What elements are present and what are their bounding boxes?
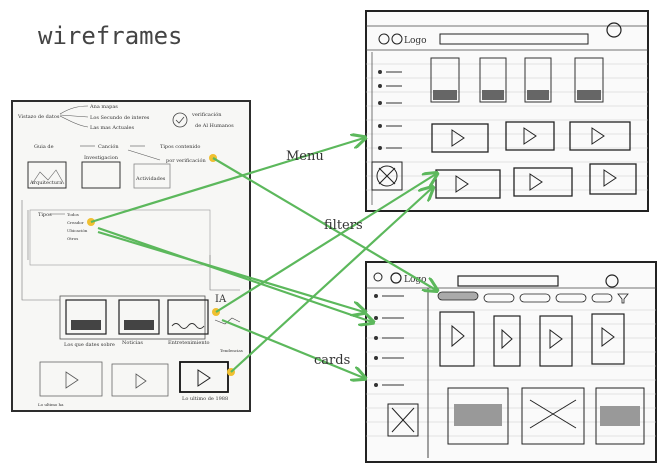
connector-arrows [90, 138, 436, 378]
search-bar [457, 275, 559, 287]
arrow-menu-bottom-2 [97, 230, 364, 312]
arrow-cards-top [215, 174, 436, 313]
browser-sketch-top: Logo [365, 10, 649, 212]
svg-text:Tendencias: Tendencias [220, 348, 243, 353]
card-row-3 [371, 161, 637, 199]
avatar-icon [605, 274, 619, 288]
notes-guide: Guia de Canción Tipos contenido por veri… [34, 143, 206, 164]
filter-chips [437, 291, 629, 304]
menu-icon [373, 272, 383, 282]
svg-text:verificación: verificación [191, 111, 222, 118]
notes-header: Vistazo de datos Ana mapas Los Secundo d… [17, 104, 234, 131]
check-icon [172, 112, 188, 128]
svg-text:Ubicación: Ubicación [67, 228, 88, 233]
browser-sketch-bottom: Logo [365, 261, 657, 463]
svg-text:Actividades: Actividades [135, 176, 166, 182]
cards-row: IA Los que dates sobre Noticias Entreten… [59, 294, 243, 353]
arrow-menu-bottom [97, 226, 372, 322]
svg-text:Tipos contenido: Tipos contenido [160, 144, 200, 150]
card-row-1 [430, 57, 604, 103]
svg-text:Lo ultimo ha: Lo ultimo ha [38, 402, 64, 407]
svg-text:Guia de: Guia de [34, 144, 54, 150]
label-cards: cards [314, 353, 350, 368]
browser-frame [365, 261, 657, 463]
svg-text:IA: IA [215, 294, 227, 305]
sidebar-items [378, 70, 402, 150]
avatar-icon [606, 22, 622, 38]
svg-text:Canción: Canción [98, 143, 119, 150]
svg-text:Investigacion: Investigacion [84, 155, 119, 161]
category-boxes: Arquitectura Investigacion Actividades [27, 155, 171, 189]
page-title: wireframes [38, 22, 183, 50]
logo-icon [390, 272, 402, 284]
arrow-menu-top [90, 138, 364, 224]
svg-text:Las mas Actuales: Las mas Actuales [90, 125, 135, 131]
logo-text: Logo [404, 36, 427, 46]
sidebar-items [374, 294, 404, 387]
search-bar [439, 33, 589, 45]
menu-icon [378, 33, 390, 45]
svg-text:Entretenimiento: Entretenimiento [168, 340, 210, 346]
left-paper-sketch: Vistazo de datos Ana mapas Los Secundo d… [11, 100, 251, 412]
arrow-video-top [230, 188, 432, 373]
arrow-filters [212, 157, 436, 290]
arrow-cards-bottom [221, 318, 364, 378]
filter-icon [617, 293, 629, 304]
svg-text:de Al Humanos: de Al Humanos [195, 123, 234, 129]
logo-icon [391, 33, 403, 45]
svg-text:Vistazo de datos: Vistazo de datos [17, 114, 60, 120]
logo-text: Logo [404, 275, 427, 285]
label-menu: Menu [286, 149, 324, 164]
card-row-portrait [439, 311, 625, 367]
svg-text:Lo ultimo de 1988: Lo ultimo de 1988 [182, 396, 228, 402]
label-filters: filters [324, 218, 363, 233]
svg-text:Noticias: Noticias [122, 340, 143, 346]
svg-text:Creador: Creador [67, 220, 84, 225]
svg-text:Tipos: Tipos [38, 212, 52, 218]
svg-text:Los que dates sobre: Los que dates sobre [64, 342, 115, 348]
svg-text:por verificación: por verificación [166, 157, 206, 164]
paper-sheet [11, 100, 251, 412]
card-row-bottom [387, 387, 645, 445]
svg-text:Arquitectura: Arquitectura [29, 180, 62, 186]
svg-text:Todos: Todos [67, 212, 79, 217]
middle-content: Tipos Todos Creador Ubicación Otros [21, 200, 240, 301]
svg-text:Los Secundo de interes: Los Secundo de interes [90, 115, 150, 121]
video-cards-row: Lo ultimo ha Lo ultimo de 1988 [38, 361, 229, 407]
card-row-2 [431, 121, 631, 153]
svg-text:Otros: Otros [67, 236, 78, 241]
svg-text:Ana mapas: Ana mapas [89, 104, 118, 110]
